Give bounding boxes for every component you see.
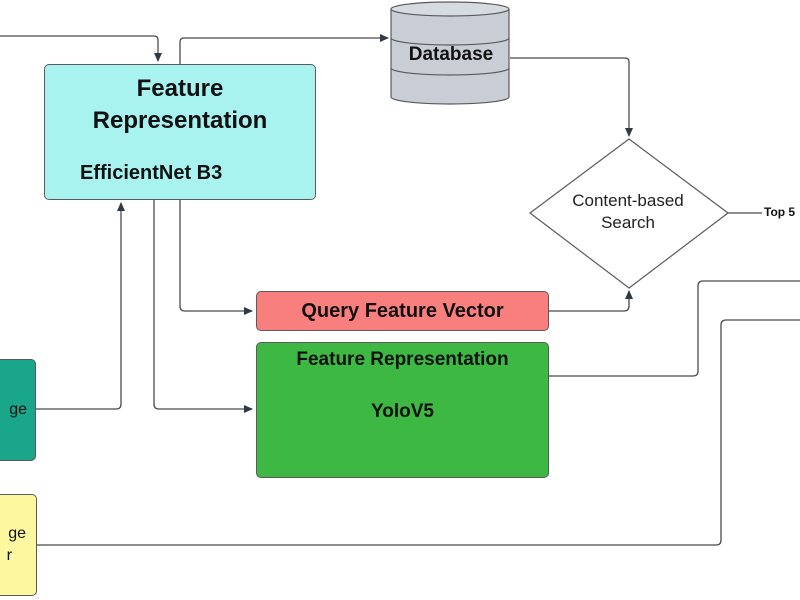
yolo-label: YoloV5	[371, 401, 434, 422]
efficientnet-label: EfficientNet B3	[80, 162, 223, 184]
left-yellow-input-box: ge r	[0, 494, 37, 596]
edge-database-to-search	[510, 57, 633, 137]
edge-yolo-to-right	[549, 280, 800, 377]
content-search-label: Content-based Search	[548, 190, 708, 234]
feature-title-line2: Representation	[92, 107, 268, 134]
edge-query-to-search	[549, 290, 633, 312]
query-feature-vector-box: Query Feature Vector	[256, 291, 549, 331]
edge-yellow-to-right	[37, 319, 800, 546]
feature-representation-efficientnet-box: Feature Representation EfficientNet B3	[44, 64, 316, 200]
content-search-diamond	[529, 138, 729, 289]
yolo-feature-title: Feature Representation	[296, 349, 509, 370]
feature-representation-yolo-box: Feature Representation YoloV5	[256, 342, 549, 478]
edge-teal-to-feature-top	[36, 202, 125, 410]
left-yellow-line2: r	[6, 547, 12, 564]
query-feature-vector-label: Query Feature Vector	[301, 300, 504, 322]
left-teal-label: ge	[9, 401, 27, 418]
content-search-line2: Search	[601, 213, 655, 232]
feature-representation-title: Feature Representation	[45, 73, 315, 137]
database-label: Database	[408, 44, 494, 65]
top-results-label: Top 5	[764, 205, 796, 219]
edge-feature-to-database	[179, 34, 389, 64]
content-search-line1: Content-based	[572, 191, 684, 210]
left-teal-input-box: ge	[0, 359, 36, 461]
edge-input-to-feature-top	[0, 35, 162, 62]
edge-feature-to-yolo	[153, 200, 253, 413]
database-cylinder	[390, 1, 510, 105]
edge-feature-to-query	[179, 200, 253, 315]
left-yellow-line1: ge	[8, 525, 26, 542]
feature-title-line1: Feature	[136, 75, 224, 102]
